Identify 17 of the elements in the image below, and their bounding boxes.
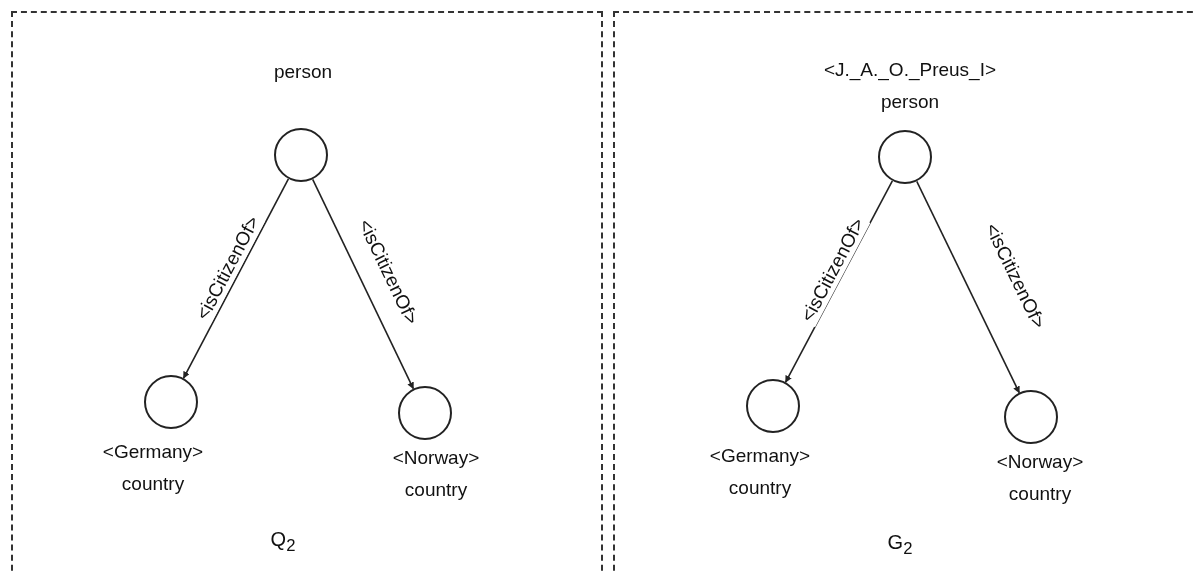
arrow — [182, 178, 290, 379]
vertex-label: <Germany> country — [708, 444, 812, 500]
graph-label: G$_{2}$ — [887, 531, 913, 559]
vertex-label: <Norway> country — [391, 446, 481, 502]
vertex-circle — [398, 386, 452, 440]
arrow — [311, 178, 415, 390]
vertex-circle — [1004, 390, 1058, 444]
vertex-circle — [878, 130, 932, 184]
vertex-label: person — [272, 60, 334, 84]
vertex-label: <Germany> country — [101, 440, 205, 496]
graph-label: Q$_{2}$ — [270, 528, 296, 556]
vertex-circle — [274, 128, 328, 182]
vertex-circle — [746, 379, 800, 433]
vertex-label: <Norway> country — [995, 450, 1085, 506]
arrow — [915, 180, 1021, 394]
vertex-circle — [144, 375, 198, 429]
vertex-label: <J._A._O._Preus_I> person — [822, 58, 998, 114]
